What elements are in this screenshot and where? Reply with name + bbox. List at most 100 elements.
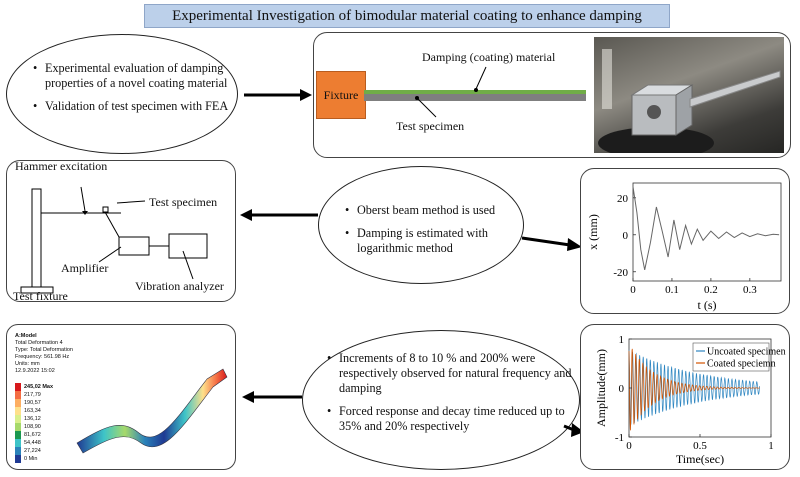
hammer-label: Hammer excitation: [15, 159, 108, 173]
arrow-intro-to-specimen: [244, 89, 312, 101]
coating-layer: [364, 90, 586, 94]
x-tick-label: 1: [768, 440, 774, 452]
series-line: [632, 186, 780, 271]
fea-legend-swatch: [15, 431, 21, 439]
fea-legend-value: 27,224: [24, 448, 41, 454]
fea-legend-swatch: [15, 423, 21, 431]
fea-header-line: 12.9.2022 15:02: [15, 368, 55, 374]
fea-legend-swatch: [15, 399, 21, 407]
fea-legend-swatch: [15, 439, 21, 447]
x-axis-label: t (s): [698, 298, 717, 312]
x-tick-label: 0.5: [693, 440, 707, 452]
fea-legend-swatch: [15, 391, 21, 399]
fea-header-line: A:Model: [15, 333, 37, 339]
method-ellipse: Oberst beam method is used Damping is es…: [318, 166, 524, 284]
y-axis-label: Amplitude(mm): [594, 349, 608, 427]
fea-legend-row: 27,224: [15, 447, 53, 455]
results-ellipse: Increments of 8 to 10 % and 200% were re…: [302, 330, 580, 470]
y-tick-label: 0: [623, 230, 629, 242]
y-tick-label: 20: [617, 193, 629, 205]
fea-legend-swatch: [15, 407, 21, 415]
y-tick-label: -20: [613, 267, 628, 279]
fea-legend-swatch: [15, 455, 21, 463]
coating-label: Damping (coating) material: [422, 50, 556, 64]
fea-legend-swatch: [15, 447, 21, 455]
results-bullets: Increments of 8 to 10 % and 200% were re…: [325, 351, 579, 442]
x-axis-label: Time(sec): [676, 452, 724, 466]
y-tick-label: 1: [619, 334, 625, 346]
intro-bullet: Experimental evaluation of damping prope…: [33, 61, 245, 91]
fea-legend-row: 81,672: [15, 431, 53, 439]
fea-legend-row: 0 Min: [15, 455, 53, 463]
x-tick-label: 0.1: [665, 284, 679, 296]
legend-entry: Coated speciemn: [707, 359, 776, 370]
x-tick-label: 0.2: [704, 284, 718, 296]
x-tick-label: 0.3: [743, 284, 757, 296]
test-rig-photo: [594, 37, 784, 153]
fea-legend-value: 0 Min: [24, 456, 38, 462]
arrow-results-to-fea: [242, 391, 302, 403]
fea-legend-swatch: [15, 383, 21, 391]
series-line: [628, 349, 760, 426]
fea-legend-value: 108,90: [24, 424, 41, 430]
fea-header-line: Type: Total Deformation: [15, 347, 73, 353]
arrow-method-to-setup: [240, 209, 318, 221]
plot-frame: [632, 182, 782, 282]
series-line: [628, 348, 760, 431]
specimen-callout-lines: [415, 66, 487, 118]
method-bullet: Damping is estimated with logarithmic me…: [345, 226, 533, 256]
fea-legend-row: 245,02 Max: [15, 383, 53, 391]
amplifier-label: Amplifier: [61, 261, 109, 275]
fea-legend-value: 190,57: [24, 400, 41, 406]
fea-legend-value: 81,672: [24, 432, 41, 438]
legend-entry: Uncoated specimen: [707, 347, 786, 358]
y-axis-label: x (mm): [586, 214, 600, 250]
fea-legend: 245,02 Max 217,79 190,57 163,34 136,12 108,90…: [15, 383, 53, 463]
fea-header: A:Model Total Deformation 4 Type: Total …: [15, 333, 73, 375]
fea-header-line: Frequency: 561.98 Hz: [15, 354, 70, 360]
specimen-panel: Fixture Damping (coating) material Test …: [313, 32, 791, 158]
arrow-results-to-chart: [563, 423, 584, 437]
fea-legend-row: 136,12: [15, 415, 53, 423]
analyzer-label: Vibration analyzer: [135, 279, 224, 293]
fea-legend-row: 108,90: [15, 423, 53, 431]
fea-legend-value: 54,448: [24, 440, 41, 446]
fea-legend-row: 54,448: [15, 439, 53, 447]
x-tick-label: 0: [630, 284, 636, 296]
test-rig-drawing: [598, 49, 781, 153]
fea-panel: A:Model Total Deformation 4 Type: Total …: [6, 324, 236, 470]
diagram-title: Experimental Investigation of bimodular …: [144, 4, 670, 28]
fea-legend-row: 163,34: [15, 407, 53, 415]
fea-header-line: Total Deformation 4: [15, 340, 63, 346]
intro-bullet: Validation of test specimen with FEA: [33, 99, 245, 114]
results-bullet: Increments of 8 to 10 % and 200% were re…: [327, 351, 579, 396]
fea-legend-swatch: [15, 415, 21, 423]
x-tick-label: 0: [626, 440, 632, 452]
setup-specimen-label: Test specimen: [149, 195, 218, 209]
fea-header-line: Units: mm: [15, 361, 40, 367]
intro-bullets: Experimental evaluation of damping prope…: [31, 61, 245, 122]
fea-legend-value: 245,02 Max: [24, 384, 54, 390]
fea-legend-value: 217,79: [24, 392, 41, 398]
y-tick-label: 0: [619, 383, 625, 395]
method-bullets: Oberst beam method is used Damping is es…: [343, 203, 533, 264]
fea-legend-row: 217,79: [15, 391, 53, 399]
setup-schematic: [20, 186, 208, 294]
y-tick-label: -1: [615, 432, 624, 444]
fea-mode-shape: [76, 368, 228, 454]
specimen-label: Test specimen: [396, 119, 465, 133]
fea-legend-value: 136,12: [24, 416, 41, 422]
setup-panel: Hammer excitation Test specimen Amplifie…: [6, 159, 236, 303]
fixture-label: Test fixture: [13, 289, 68, 303]
specimen-beam: [364, 94, 586, 101]
legend-box: [692, 342, 770, 372]
fea-legend-value: 163,34: [24, 408, 41, 414]
intro-ellipse: Experimental evaluation of damping prope…: [6, 34, 238, 154]
arrow-method-to-chart: [521, 236, 582, 251]
results-bullet: Forced response and decay time reduced u…: [327, 404, 579, 434]
method-bullet: Oberst beam method is used: [345, 203, 533, 218]
